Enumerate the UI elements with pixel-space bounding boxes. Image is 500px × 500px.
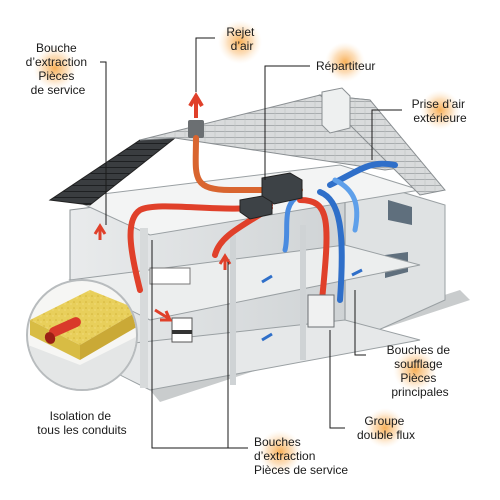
partition-1 [230, 235, 236, 385]
arrow-rejet [190, 96, 202, 118]
repartiteur-box-2 [240, 196, 272, 219]
label-repartiteur: Répartiteur [316, 59, 375, 73]
label-groupe-double-flux: Groupe double flux [357, 414, 415, 442]
bathtub [150, 268, 190, 284]
label-prise-air: Prise d’air extérieure [412, 97, 469, 125]
partition-left [140, 228, 148, 388]
insulation-detail [27, 280, 140, 395]
label-isolation: Isolation de tous les conduits [37, 409, 126, 437]
partition-2 [300, 225, 306, 360]
label-bouches-extraction-bottom: Bouches d’extraction Pièces de service [254, 435, 348, 477]
groupe-double-flux-unit [308, 295, 334, 327]
chimney [322, 88, 350, 133]
label-rejet-air: Rejet d’air [226, 25, 257, 53]
